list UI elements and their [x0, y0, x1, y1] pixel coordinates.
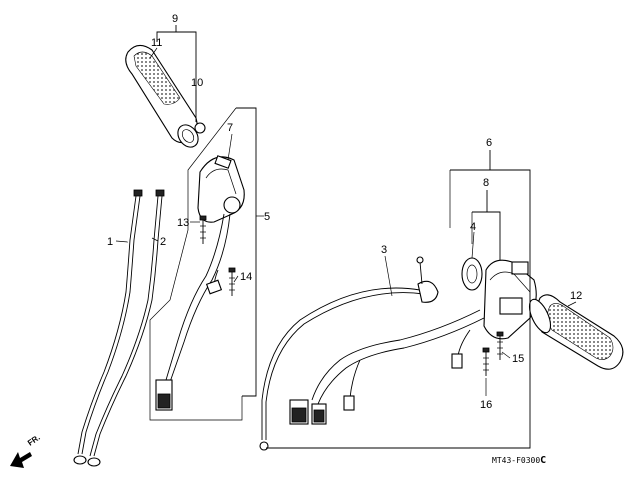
callout-16: 16 [480, 399, 492, 411]
callout-9: 9 [172, 13, 178, 25]
diagram-code-text: MT43-F0300 [492, 456, 540, 465]
screw-16 [482, 347, 490, 376]
callout-6: 6 [486, 137, 492, 149]
callout-14: 14 [240, 271, 252, 283]
left-wire-harness [155, 213, 231, 411]
callout-5: 5 [264, 211, 270, 223]
diagram-code-suffix: C [540, 455, 546, 466]
bracket-6 [266, 150, 531, 449]
bracket-8 [471, 190, 501, 260]
callout-7: 7 [227, 122, 233, 134]
bracket-5 [149, 107, 257, 421]
callout-11: 11 [151, 37, 162, 49]
callout-8: 8 [483, 177, 489, 189]
left-switch-housing [197, 155, 245, 223]
throttle-cable-1 [73, 189, 143, 465]
callout-13: 13 [177, 217, 189, 229]
diagram-code: MT43-F0300C [492, 455, 546, 466]
right-wire-harness [289, 309, 485, 425]
callout-4: 4 [470, 221, 476, 233]
front-direction-marker: FR. [10, 433, 42, 468]
clutch-cable-3 [259, 256, 439, 451]
callout-3: 3 [381, 244, 387, 256]
throttle-cable-2 [87, 189, 165, 467]
callout-10: 10 [191, 77, 203, 89]
callout-12: 12 [570, 290, 582, 302]
front-label: FR. [26, 433, 42, 448]
callout-1: 1 [107, 236, 113, 248]
callout-2: 2 [160, 236, 166, 248]
screw-13 [199, 215, 207, 244]
right-grip [528, 294, 624, 370]
screw-14 [228, 267, 236, 296]
switch-knob-4 [461, 257, 483, 291]
right-switch-housing [483, 259, 537, 340]
screw-15 [496, 331, 504, 360]
callout-15: 15 [512, 353, 524, 365]
left-grip [125, 44, 206, 148]
grip-bracket-9 [156, 25, 197, 122]
